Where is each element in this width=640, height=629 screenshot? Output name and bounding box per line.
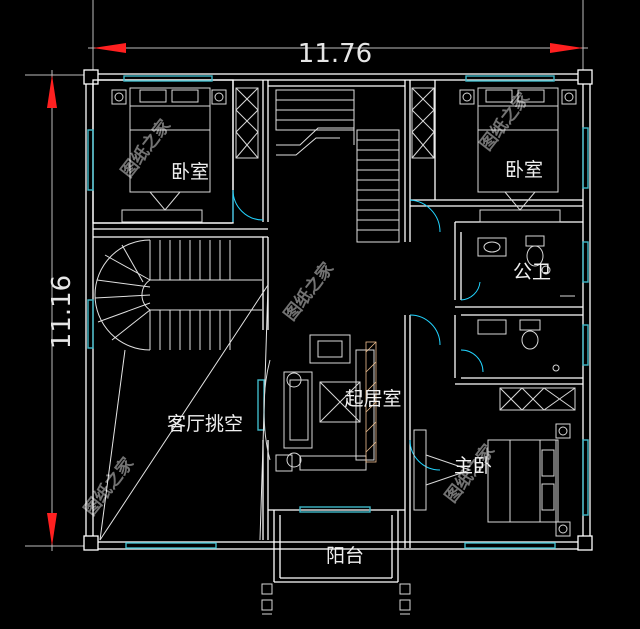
sofa-set [263, 334, 375, 472]
width-dimension-label: 11.76 [298, 39, 372, 69]
label-living-void: 客厅挑空 [167, 413, 243, 435]
stair-top [275, 89, 400, 243]
watermark: 图纸之家 [116, 115, 174, 182]
wardrobe-right [411, 87, 435, 159]
watermark: 图纸之家 [79, 453, 137, 520]
stair-spiral [94, 239, 262, 351]
walls [83, 69, 593, 583]
dimension-lines [25, 0, 588, 551]
shelf-master [499, 387, 576, 411]
windows [87, 75, 589, 549]
label-family-room: 起居室 [344, 388, 401, 410]
bed-left [111, 87, 227, 223]
hatch-wall [365, 341, 377, 463]
label-balcony: 阳台 [326, 545, 364, 567]
arrow-down-icon [47, 513, 57, 546]
label-public-bath: 公卫 [513, 261, 551, 283]
label-bedroom-left: 卧室 [171, 161, 209, 183]
bed-right [459, 87, 577, 223]
height-dimension-label: 11.16 [47, 275, 77, 349]
watermark: 图纸之家 [279, 258, 337, 325]
arrow-right-icon [550, 43, 583, 53]
label-bedroom-right: 卧室 [505, 159, 543, 181]
arrow-left-icon [93, 43, 126, 53]
wardrobe-left [235, 87, 259, 159]
bed-master [413, 423, 571, 537]
doors [232, 189, 484, 471]
watermark: 图纸之家 [475, 88, 533, 155]
bath-fixtures [477, 235, 575, 372]
balcony-posts [261, 583, 411, 615]
label-master-bedroom: 主卧 [454, 455, 492, 477]
arrow-up-icon [47, 75, 57, 108]
